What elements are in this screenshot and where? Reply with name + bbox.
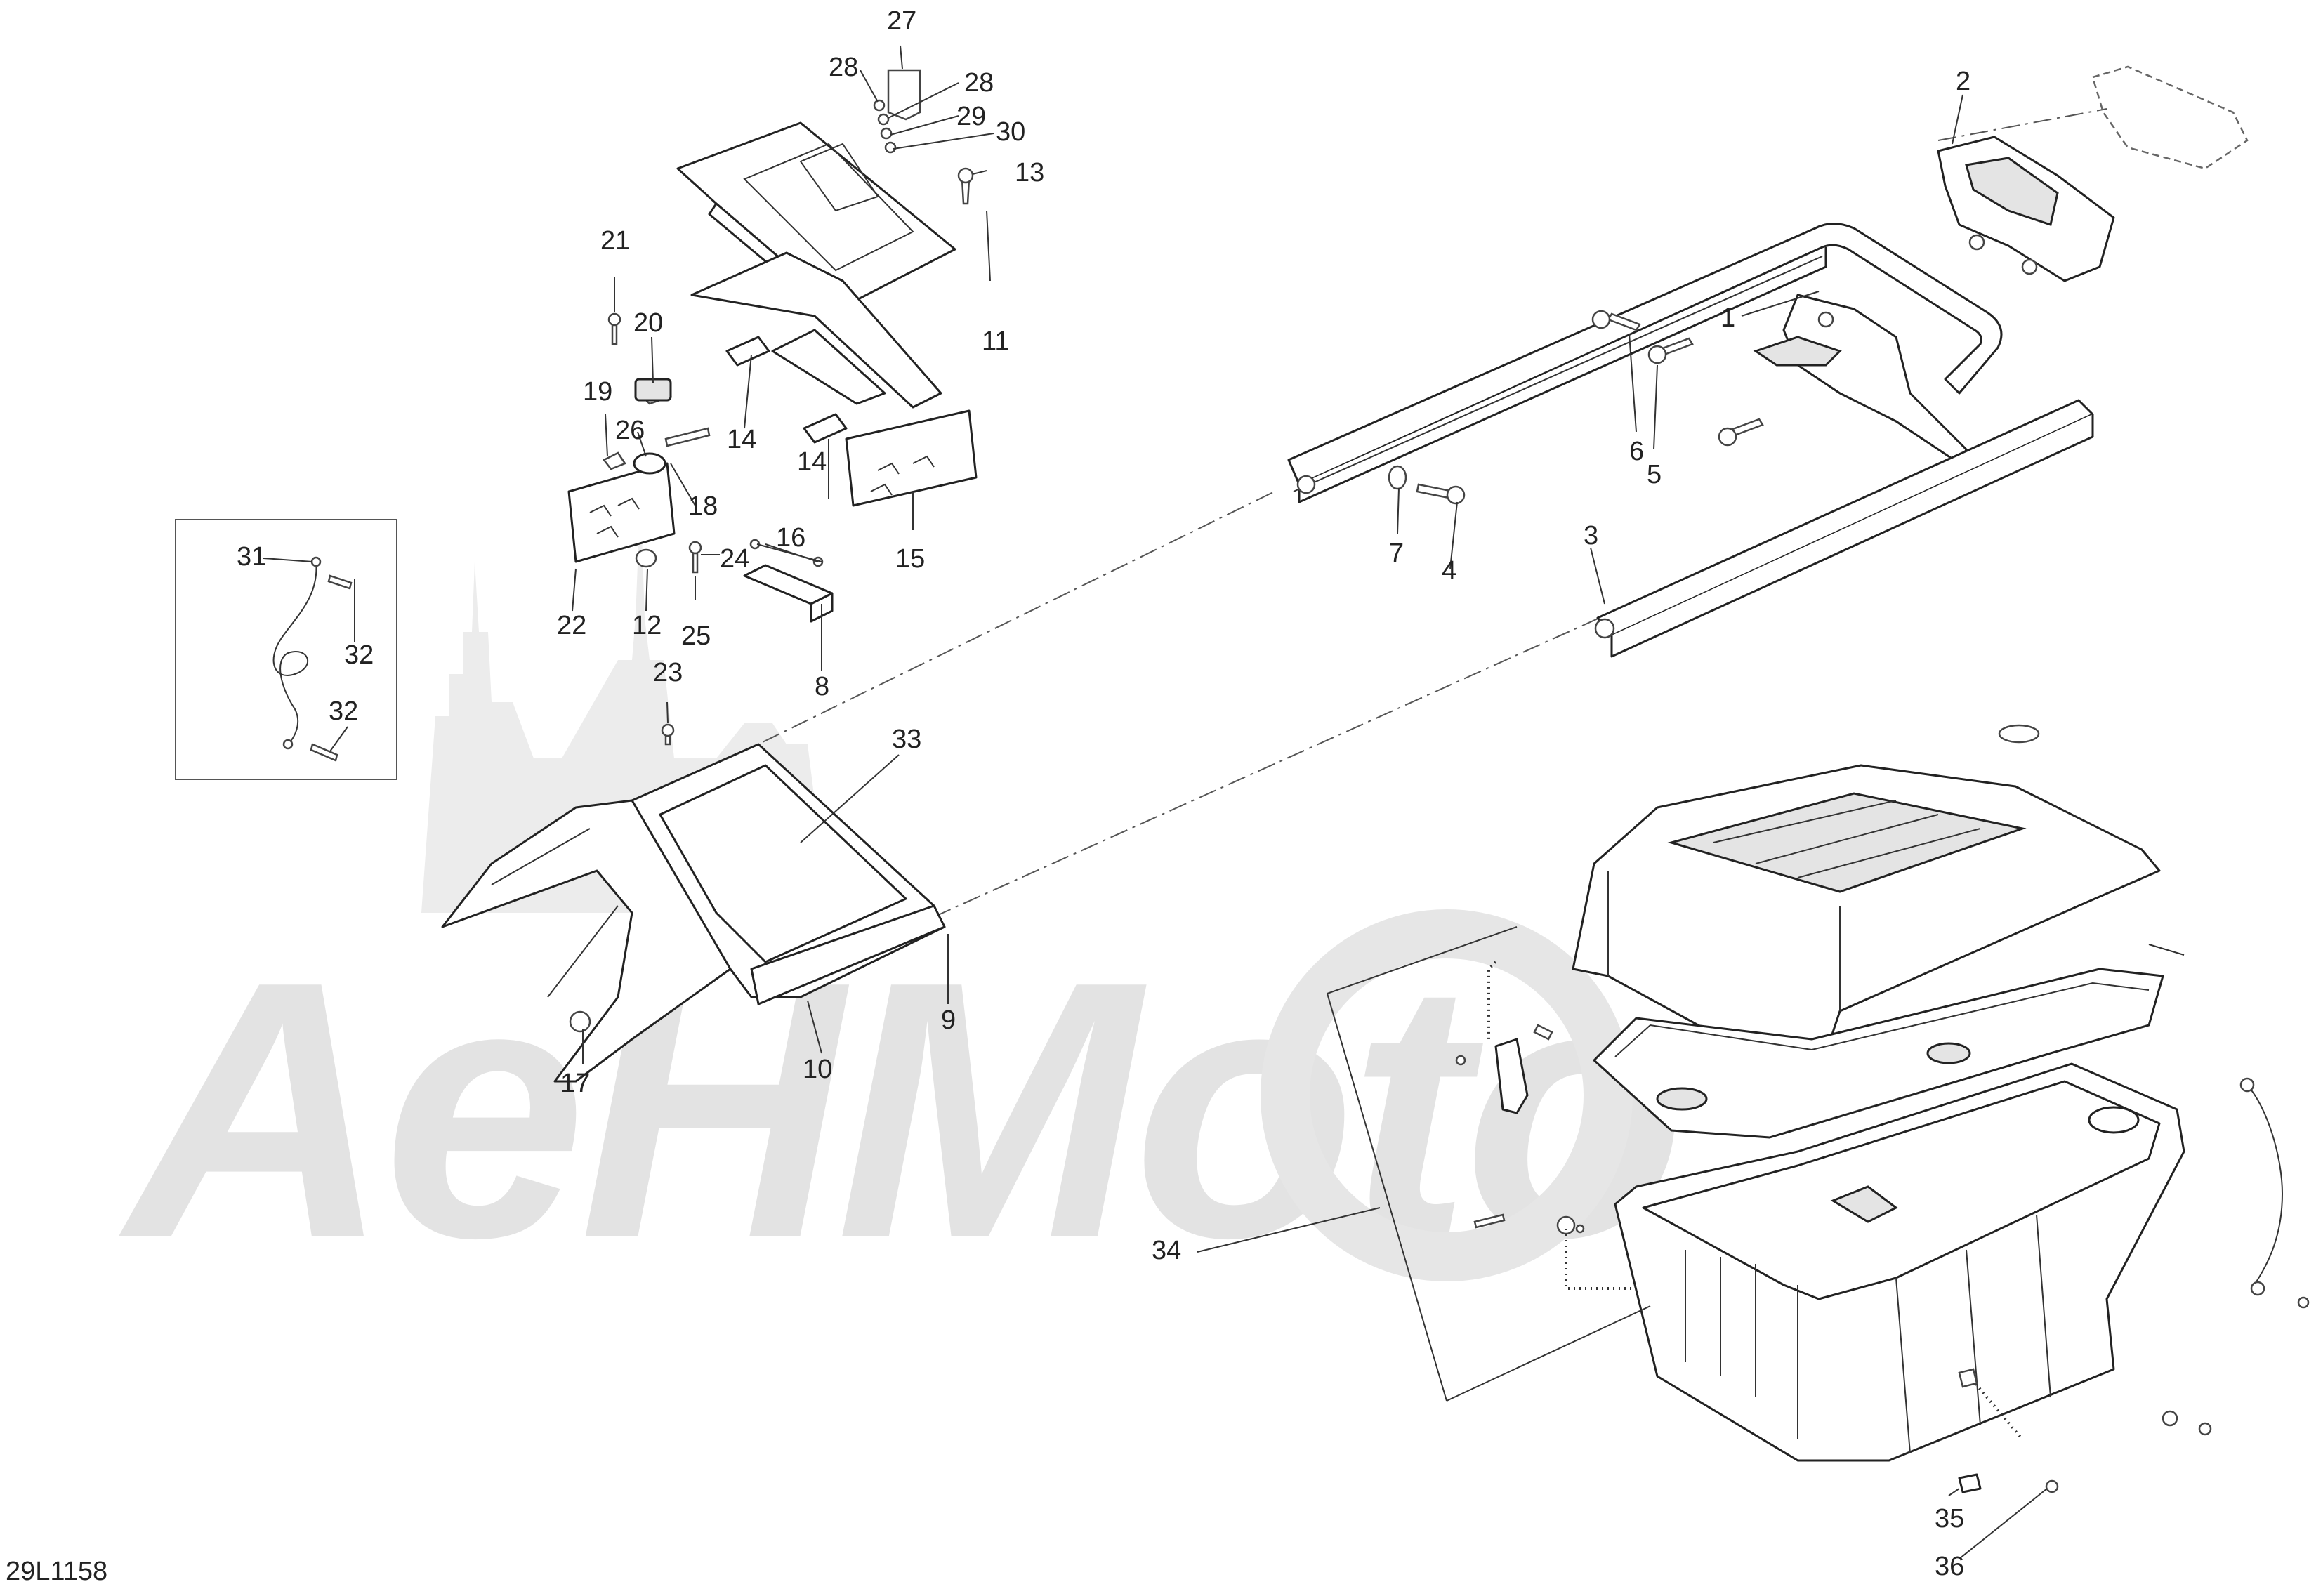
callout-8: 8 (815, 672, 829, 701)
callout-31: 31 (237, 542, 266, 572)
callout-32a: 32 (344, 640, 374, 670)
callout-3: 3 (1584, 521, 1598, 550)
alignment-lines (733, 108, 2107, 984)
bolts-group (1388, 310, 1764, 505)
callout-27: 27 (887, 6, 916, 36)
callout-4: 4 (1442, 556, 1456, 586)
callout-11: 11 (982, 327, 1009, 356)
callout-29: 29 (956, 102, 986, 131)
watermark: AeHMoto (115, 492, 1687, 1314)
callout-24: 24 (720, 544, 749, 574)
callout-35: 35 (1935, 1504, 1964, 1534)
callout-18: 18 (688, 492, 718, 521)
rear-fender (441, 723, 946, 1083)
callout-14b: 14 (797, 447, 827, 477)
callout-28a: 28 (829, 53, 858, 82)
callout-7: 7 (1389, 539, 1404, 568)
side-rail (1594, 399, 2094, 658)
cable-detail-box (175, 519, 397, 780)
callout-19: 19 (583, 377, 612, 407)
callouts: 1 2 3 4 5 6 7 8 9 10 11 12 13 14 14 15 1… (237, 6, 1970, 1581)
ghost-part (2091, 65, 2249, 170)
callout-16: 16 (776, 523, 805, 553)
callout-10: 10 (803, 1055, 832, 1084)
left-bracket-assembly (567, 312, 711, 574)
top-plate-assembly (676, 69, 978, 507)
callout-26: 26 (615, 416, 645, 445)
callout-32b: 32 (329, 697, 358, 726)
callout-28b: 28 (964, 68, 994, 98)
luggage-rack-frame (1287, 223, 2003, 503)
diagram-code: 29L1158 (6, 1557, 107, 1586)
callout-21: 21 (600, 226, 630, 256)
callout-12: 12 (632, 611, 662, 640)
callout-33: 33 (892, 725, 921, 754)
callout-14a: 14 (727, 425, 756, 454)
callout-9: 9 (941, 1005, 956, 1035)
callout-17: 17 (560, 1069, 590, 1098)
callout-6: 6 (1629, 437, 1644, 466)
callout-36: 36 (1935, 1552, 1964, 1581)
callout-2: 2 (1956, 67, 1970, 96)
callout-25: 25 (681, 621, 711, 651)
callout-1: 1 (1720, 303, 1735, 333)
callout-34: 34 (1152, 1236, 1181, 1265)
watermark-wheel (1261, 909, 1633, 1281)
callout-30: 30 (996, 117, 1025, 147)
leader-lines (263, 45, 2048, 1559)
storage-box (1197, 724, 2310, 1493)
callout-15: 15 (895, 544, 925, 574)
handle-cap (1937, 136, 2115, 282)
callout-23: 23 (653, 658, 683, 687)
callout-5: 5 (1647, 460, 1662, 489)
callout-20: 20 (633, 308, 663, 338)
callout-22: 22 (557, 611, 586, 640)
callout-13: 13 (1015, 158, 1044, 187)
